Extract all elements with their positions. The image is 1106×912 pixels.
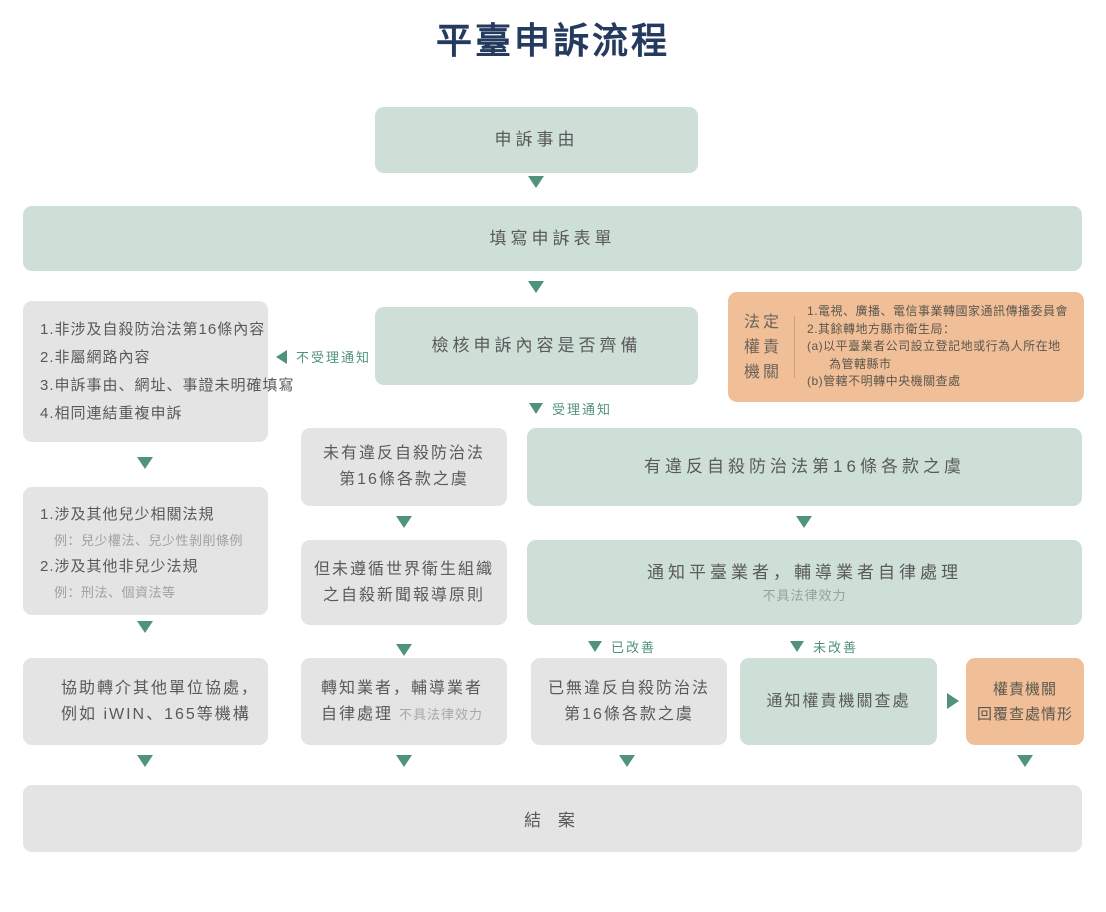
page-title: 平臺申訴流程 bbox=[435, 20, 670, 61]
node-no-more-violation: 已無違反自殺防治法 第16條各款之虞 bbox=[531, 658, 727, 745]
node-label-line: 轉知業者，輔導業者 bbox=[321, 679, 484, 697]
node-label: 申訴事由 bbox=[494, 130, 579, 149]
node-label: 通知權責機關查處 bbox=[766, 692, 911, 710]
arrow-down-icon bbox=[796, 516, 812, 528]
node-label-line: 回覆查處情形 bbox=[976, 705, 1073, 723]
arrow-down-icon bbox=[137, 755, 153, 767]
authority-label-line: 權責 bbox=[744, 338, 783, 356]
detail-line: 為管轄縣市 bbox=[829, 356, 892, 371]
node-label-line: 但未遵循世界衛生組織 bbox=[313, 560, 494, 578]
node-label-line: 之自殺新聞報導原則 bbox=[322, 586, 485, 604]
node-fill-form: 填寫申訴表單 bbox=[23, 206, 1082, 271]
arrow-right-icon bbox=[947, 693, 959, 709]
node-label: 結 案 bbox=[524, 811, 581, 830]
node-notify-authority: 通知權責機關查處 bbox=[740, 658, 937, 745]
detail-line: 2.其餘轉地方縣市衛生局： bbox=[807, 321, 956, 336]
node-sublabel: 不具法律效力 bbox=[762, 587, 847, 603]
detail-line: (b)管轄不明轉中央機關查處 bbox=[807, 374, 961, 389]
list-item-sub: 例：刑法、個資法等 bbox=[54, 585, 176, 600]
authority-details: 1.電視、廣播、電信事業轉國家通訊傳播委員會 2.其餘轉地方縣市衛生局： (a)… bbox=[807, 303, 1068, 391]
node-label-text: 自律處理 bbox=[321, 705, 394, 723]
node-label-line: 權責機關 bbox=[992, 680, 1057, 698]
edge-label-not-improved: 未改善 bbox=[790, 637, 858, 656]
arrow-down-icon bbox=[1017, 755, 1033, 767]
node-label: 填寫申訴表單 bbox=[489, 228, 616, 248]
node-label-line: 協助轉介其他單位協處， bbox=[61, 679, 260, 697]
edge-label-text: 已改善 bbox=[611, 640, 657, 655]
node-label-line: 已無違反自殺防治法 bbox=[547, 679, 710, 697]
node-label-line: 例如 iWIN、165等機構 bbox=[61, 705, 251, 723]
list-item: 1.涉及其他兒少相關法規 bbox=[40, 506, 215, 523]
list-item-sub: 例：兒少權法、兒少性剝削條例 bbox=[54, 533, 244, 548]
arrow-down-icon bbox=[396, 516, 412, 528]
node-notify-platform: 通知平臺業者，輔導業者自律處理 不具法律效力 bbox=[527, 540, 1082, 625]
node-no-violation: 未有違反自殺防治法 第16條各款之虞 bbox=[301, 428, 507, 506]
vertical-divider bbox=[794, 316, 796, 378]
node-label: 通知平臺業者，輔導業者自律處理 bbox=[647, 562, 962, 582]
arrow-down-icon bbox=[137, 621, 153, 633]
list-item: 1.非涉及自殺防治法第16條內容 bbox=[40, 320, 266, 338]
node-label: 有違反自殺防治法第16條各款之虞 bbox=[644, 457, 965, 476]
node-check-content: 檢核申訴內容是否齊備 bbox=[375, 307, 698, 385]
arrow-down-icon bbox=[619, 755, 635, 767]
authority-label-line: 機關 bbox=[744, 363, 783, 381]
edge-label-text: 未改善 bbox=[813, 640, 859, 655]
node-not-who-guideline: 但未遵循世界衛生組織 之自殺新聞報導原則 bbox=[301, 540, 507, 625]
list-item: 3.申訴事由、網址、事證未明確填寫 bbox=[40, 376, 295, 394]
node-violation: 有違反自殺防治法第16條各款之虞 bbox=[527, 428, 1082, 506]
detail-line: 1.電視、廣播、電信事業轉國家通訊傳播委員會 bbox=[807, 304, 1069, 319]
arrow-down-icon bbox=[528, 281, 544, 293]
node-label-line: 未有違反自殺防治法 bbox=[322, 445, 485, 462]
node-complaint-cause: 申訴事由 bbox=[375, 107, 698, 173]
node-label-line: 第16條各款之虞 bbox=[564, 705, 694, 723]
edge-label-text: 不受理通知 bbox=[296, 350, 372, 365]
edge-label-text: 受理通知 bbox=[552, 402, 613, 417]
authority-label: 法定 權責 機關 bbox=[744, 310, 782, 385]
arrow-down-icon bbox=[396, 644, 412, 656]
authority-label-line: 法定 bbox=[744, 313, 783, 331]
node-refer-other: 協助轉介其他單位協處， 例如 iWIN、165等機構 bbox=[23, 658, 268, 745]
node-inform-business: 轉知業者，輔導業者 自律處理不具法律效力 bbox=[301, 658, 507, 745]
arrow-down-icon bbox=[137, 457, 153, 469]
node-other-laws: 1.涉及其他兒少相關法規 例：兒少權法、兒少性剝削條例 2.涉及其他非兒少法規 … bbox=[23, 487, 268, 615]
list-item: 4.相同連結重複申訴 bbox=[40, 404, 183, 422]
edge-label-accept: 受理通知 bbox=[529, 399, 612, 418]
list-item: 2.涉及其他非兒少法規 bbox=[40, 558, 199, 575]
node-label-line: 第16條各款之虞 bbox=[339, 471, 469, 488]
edge-label-reject: 不受理通知 bbox=[276, 347, 371, 366]
edge-label-improved: 已改善 bbox=[588, 637, 656, 656]
arrow-left-icon bbox=[276, 349, 287, 364]
node-sublabel: 不具法律效力 bbox=[399, 706, 484, 722]
arrow-down-icon bbox=[529, 403, 543, 414]
node-close-case: 結 案 bbox=[23, 785, 1082, 852]
node-authority-reply: 權責機關 回覆查處情形 bbox=[966, 658, 1084, 745]
arrow-down-icon bbox=[396, 755, 412, 767]
list-item: 2.非屬網路內容 bbox=[40, 348, 151, 366]
node-reject-reasons: 1.非涉及自殺防治法第16條內容 2.非屬網路內容 3.申訴事由、網址、事證未明… bbox=[23, 301, 294, 442]
arrow-down-icon bbox=[588, 641, 602, 652]
node-label-line: 自律處理不具法律效力 bbox=[321, 702, 483, 728]
detail-line: (a)以平臺業者公司設立登記地或行為人所在地 bbox=[807, 339, 1061, 354]
arrow-down-icon bbox=[528, 176, 544, 188]
arrow-down-icon bbox=[790, 641, 804, 652]
node-legal-authority-info: 法定 權責 機關 1.電視、廣播、電信事業轉國家通訊傳播委員會 2.其餘轉地方縣… bbox=[728, 292, 1084, 402]
node-label: 檢核申訴內容是否齊備 bbox=[431, 336, 642, 355]
